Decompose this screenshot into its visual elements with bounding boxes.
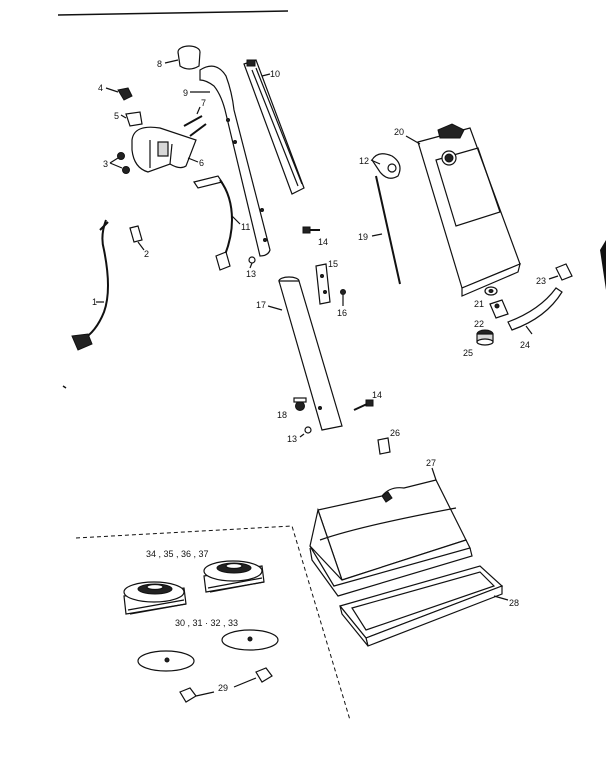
label-part-23: 23 [536, 276, 546, 286]
part-6-bracket-housing [131, 126, 199, 173]
part-23-fitting [548, 263, 573, 281]
label-part-22: 22 [474, 319, 484, 329]
label-part-29: 29 [218, 683, 228, 693]
label-part-14-upper: 14 [318, 237, 328, 247]
part-2-plug [129, 225, 145, 251]
label-part-2: 2 [144, 249, 149, 259]
label-part-17: 17 [256, 300, 266, 310]
brush-right [203, 560, 265, 593]
label-part-13-upper: 13 [246, 269, 256, 279]
label-parts-30-33: 30 , 31 · 32 , 33 [175, 618, 238, 628]
label-part-14-lower: 14 [372, 390, 382, 400]
label-part-1: 1 [92, 297, 97, 307]
label-part-8: 8 [157, 59, 162, 69]
label-part-11: 11 [241, 222, 250, 232]
label-part-20: 20 [394, 127, 404, 137]
top-rule [57, 10, 289, 16]
part-29-clips [179, 667, 273, 703]
pad-right [221, 629, 279, 651]
part-labels: 1 2 3 4 5 6 7 8 9 10 11 12 13 13 14 14 1… [92, 59, 546, 693]
part-10-bracket [243, 59, 305, 195]
part-19-rod [371, 175, 401, 285]
part-24-hose [507, 287, 563, 335]
part-21-washer [484, 286, 498, 296]
brush-left [123, 581, 187, 615]
label-part-13-lower: 13 [287, 434, 297, 444]
label-part-27: 27 [426, 458, 436, 468]
part-27-base-housing [309, 467, 473, 597]
part-11-switch-arm [193, 175, 241, 271]
part-14-screw-lower [353, 399, 374, 411]
part-16-screw [340, 289, 346, 306]
part-15-bracket [315, 263, 331, 305]
pad-left [137, 650, 195, 672]
part-26-clip [377, 437, 391, 455]
label-part-4: 4 [98, 83, 103, 93]
part-17-lower-tube [267, 276, 343, 431]
part-13-screw-upper [248, 256, 256, 269]
edge-mark [600, 240, 606, 290]
label-part-5: 5 [114, 111, 119, 121]
label-part-18: 18 [277, 410, 287, 420]
part-5-clip [120, 111, 143, 127]
part-22-elbow [489, 299, 509, 319]
part-14-screw-upper [302, 226, 320, 234]
label-part-24: 24 [520, 340, 530, 350]
label-part-28: 28 [509, 598, 519, 608]
part-8-cuff [164, 45, 201, 70]
label-part-12: 12 [359, 156, 369, 166]
label-parts-34-37: 34 , 35 , 36 , 37 [146, 549, 209, 559]
label-part-9: 9 [183, 88, 188, 98]
part-3-nuts [109, 152, 130, 174]
part-9-upper-handle [190, 65, 271, 257]
label-part-25: 25 [463, 348, 473, 358]
label-part-7: 7 [201, 98, 206, 108]
label-part-15: 15 [328, 259, 338, 269]
part-20-bag-housing [405, 123, 521, 297]
label-part-10: 10 [270, 69, 280, 79]
part-28-base-pan [338, 565, 509, 647]
label-part-26: 26 [390, 428, 400, 438]
part-4-clip [105, 87, 133, 101]
part-18-knob [293, 397, 307, 411]
stray-tick [62, 385, 67, 389]
kit-outline [75, 525, 351, 721]
part-1-cord [71, 219, 109, 351]
label-part-19: 19 [358, 232, 368, 242]
part-7-screws [183, 106, 207, 137]
label-part-3: 3 [103, 159, 108, 169]
part-25-cap [476, 329, 494, 346]
label-part-16: 16 [337, 308, 347, 318]
label-part-21: 21 [474, 299, 484, 309]
part-12-knob [370, 153, 401, 179]
label-part-6: 6 [199, 158, 204, 168]
part-13-screw-lower [299, 426, 312, 438]
